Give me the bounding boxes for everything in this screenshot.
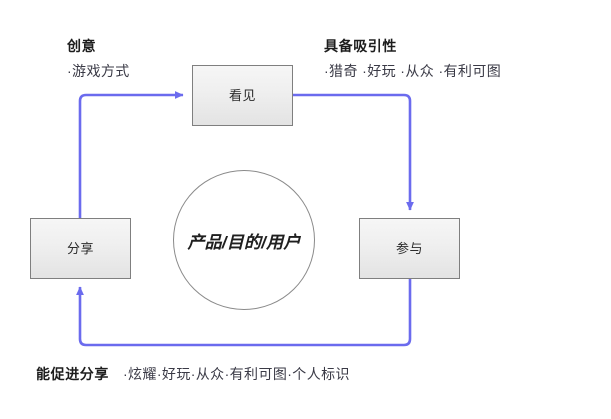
annotation-share-promote: 能促进分享 ·炫耀·好玩·从众·有利可图·个人标识 [36, 364, 350, 384]
annotation-attractive-title: 具备吸引性 [324, 38, 397, 54]
node-join-label: 参与 [395, 241, 423, 256]
node-share[interactable]: 分享 [30, 218, 131, 279]
center-ellipse-label: 产品/目的/用户 [187, 232, 301, 252]
annotation-creative-items: ·游戏方式 [67, 63, 130, 79]
annotation-creative: 创意 ·游戏方式 [67, 36, 130, 81]
node-share-label: 分享 [66, 241, 94, 256]
arrow-share-to-see [78, 91, 184, 218]
node-see-label: 看见 [228, 88, 256, 103]
center-ellipse: 产品/目的/用户 [173, 170, 315, 310]
annotation-attractive: 具备吸引性 ·猎奇 ·好玩 ·从众 ·有利可图 [324, 36, 501, 81]
node-see[interactable]: 看见 [192, 65, 293, 126]
arrow-see-to-join [293, 93, 414, 211]
annotation-creative-title: 创意 [67, 38, 97, 54]
annotation-share-promote-items: ·炫耀·好玩·从众·有利可图·个人标识 [123, 366, 350, 382]
annotation-attractive-items: ·猎奇 ·好玩 ·从众 ·有利可图 [324, 63, 502, 79]
annotation-share-promote-title: 能促进分享 [36, 366, 109, 382]
node-join[interactable]: 参与 [359, 218, 460, 279]
